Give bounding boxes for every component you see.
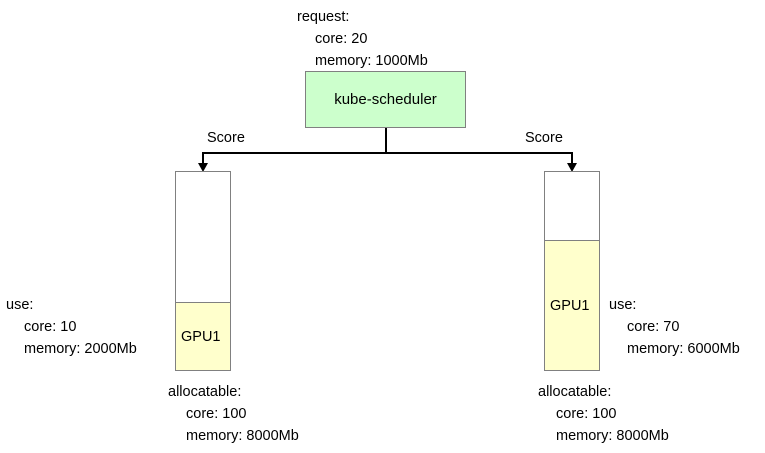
right-allocatable-core: core: 100 xyxy=(556,406,617,422)
right-gpu-label: GPU1 xyxy=(550,297,590,314)
right-use-memory: memory: 6000Mb xyxy=(627,341,740,357)
request-heading: request: xyxy=(297,9,350,25)
left-allocatable-heading: allocatable: xyxy=(168,384,242,400)
left-allocatable-core: core: 100 xyxy=(186,406,247,422)
right-allocatable-memory: memory: 8000Mb xyxy=(556,428,669,444)
left-use-annotation: use: core: 10 memory: 2000Mb xyxy=(6,294,137,360)
request-memory: memory: 1000Mb xyxy=(315,53,428,69)
left-allocatable-memory: memory: 8000Mb xyxy=(186,428,299,444)
left-use-memory: memory: 2000Mb xyxy=(24,341,137,357)
left-node-used-portion: GPU1 xyxy=(176,302,230,370)
left-branch-drop-line xyxy=(202,152,204,165)
left-use-heading: use: xyxy=(6,297,34,313)
right-allocatable-heading: allocatable: xyxy=(538,384,612,400)
left-node-capacity-bar: GPU1 xyxy=(175,171,231,371)
left-use-core: core: 10 xyxy=(24,319,77,335)
kube-scheduler-label: kube-scheduler xyxy=(334,91,437,108)
right-allocatable-annotation: allocatable: core: 100 memory: 8000Mb xyxy=(538,381,669,447)
left-allocatable-annotation: allocatable: core: 100 memory: 8000Mb xyxy=(168,381,299,447)
right-score-label: Score xyxy=(525,130,563,146)
kube-scheduler-box[interactable]: kube-scheduler xyxy=(305,71,466,128)
request-core: core: 20 xyxy=(315,31,368,47)
left-score-label: Score xyxy=(207,130,245,146)
right-use-annotation: use: core: 70 memory: 6000Mb xyxy=(609,294,740,360)
right-arrow-icon xyxy=(567,163,577,172)
left-gpu-label: GPU1 xyxy=(181,328,221,345)
right-branch-drop-line xyxy=(571,152,573,165)
request-annotation: request: core: 20 memory: 1000Mb xyxy=(297,6,428,72)
branch-horizontal-line xyxy=(203,152,573,154)
right-use-heading: use: xyxy=(609,297,637,313)
left-arrow-icon xyxy=(198,163,208,172)
right-use-core: core: 70 xyxy=(627,319,680,335)
right-node-used-portion: GPU1 xyxy=(545,240,599,370)
right-node-capacity-bar: GPU1 xyxy=(544,171,600,371)
scheduler-stem-line xyxy=(385,128,387,153)
